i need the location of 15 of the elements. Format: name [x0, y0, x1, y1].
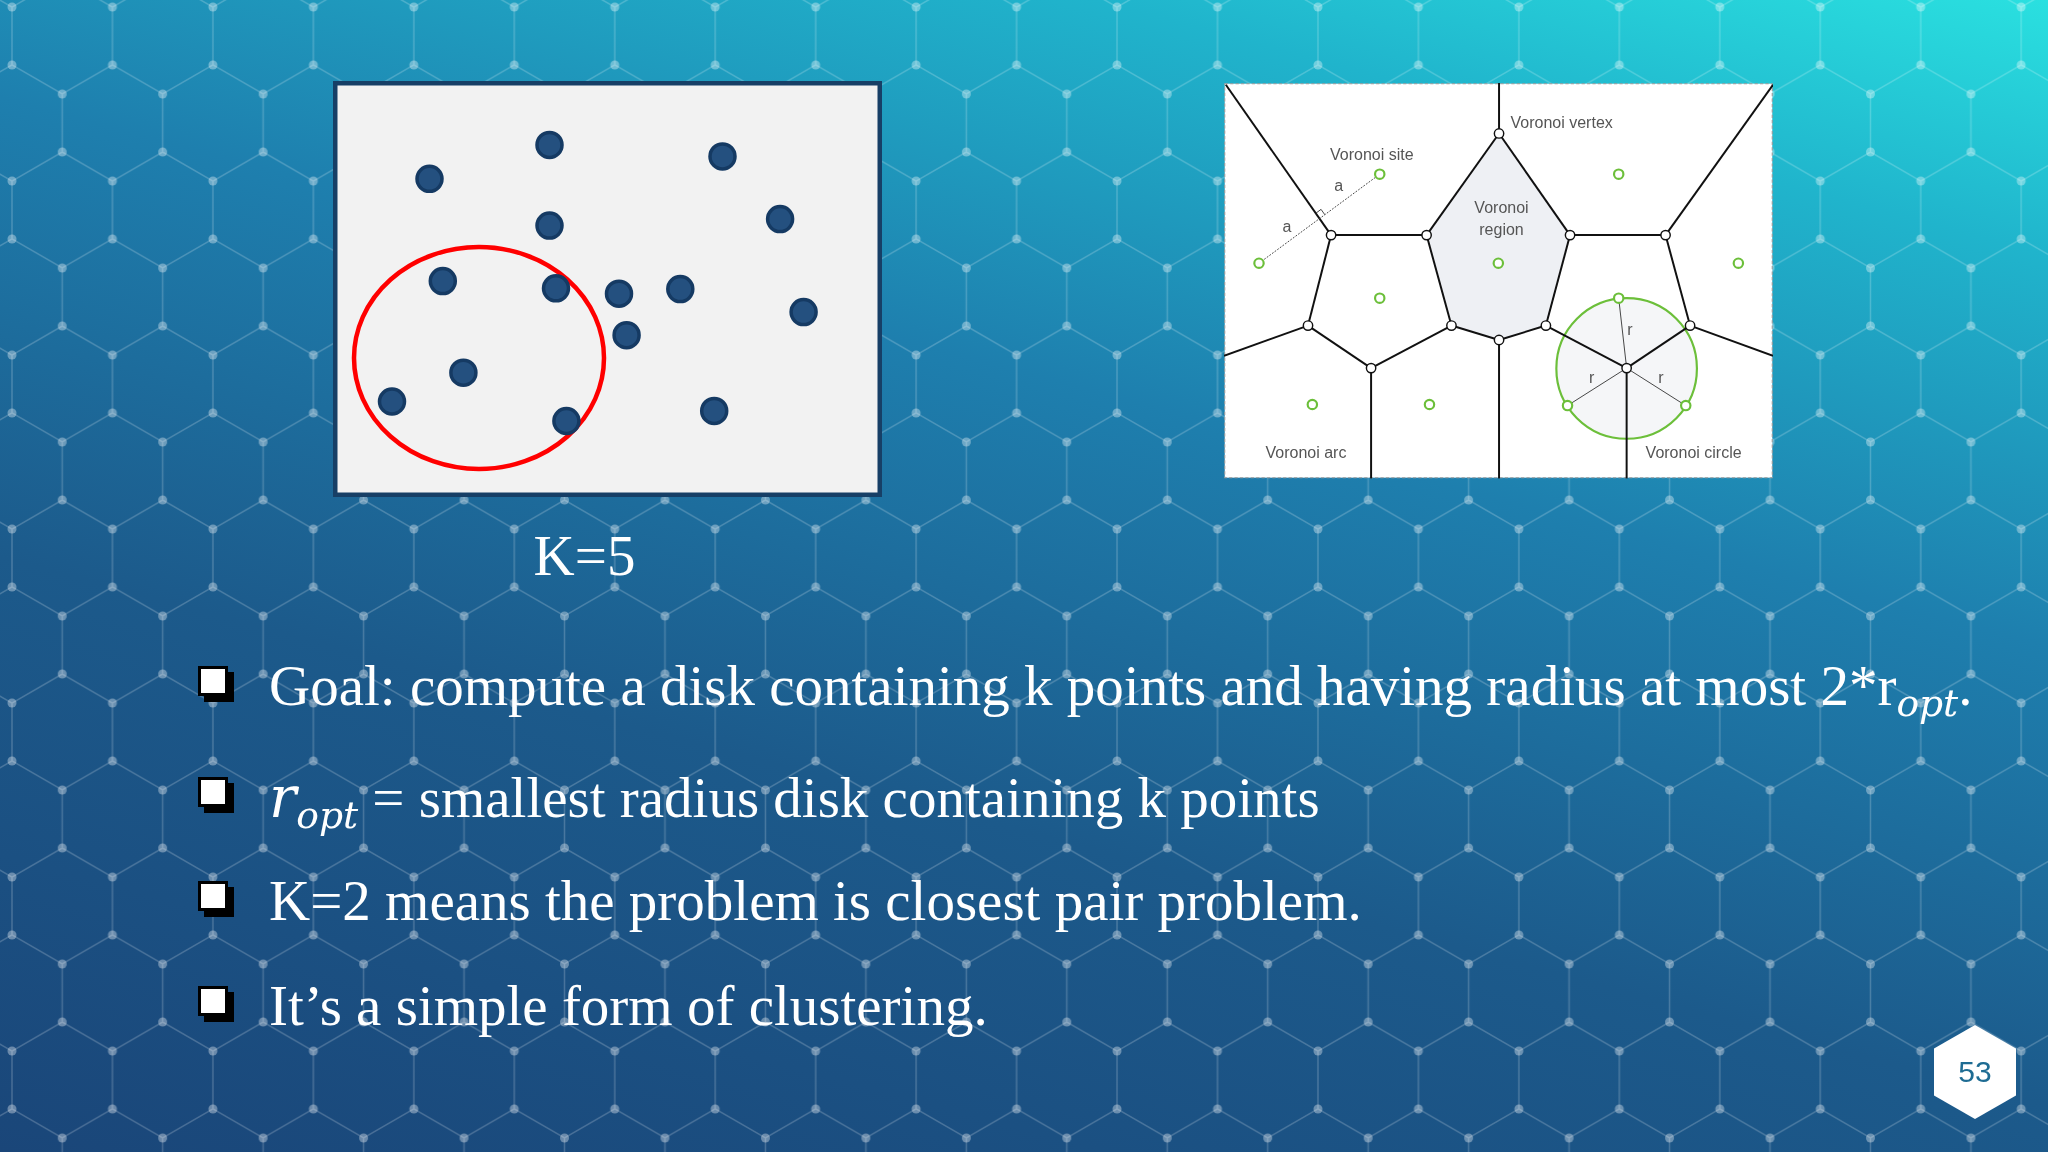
- length-label: a: [1334, 176, 1344, 196]
- part-label: Voronoi region: [1473, 198, 1530, 240]
- part-label: Voronoi circle: [1645, 442, 1742, 463]
- bullet-text: Goal: compute a disk containing k points and having radius at most 2*r$_{opt}$.: [269, 653, 1973, 728]
- caption-text: K=5: [533, 523, 636, 589]
- radius-label: r: [1588, 368, 1595, 388]
- part-label: Voronoi arc: [1265, 442, 1347, 463]
- bullet-text: It’s a simple form of clustering.: [269, 973, 988, 1039]
- part-label: Voronoi site: [1330, 144, 1414, 165]
- length-label: a: [1282, 216, 1292, 237]
- radius-label: r: [1658, 368, 1664, 388]
- radius-label: r: [1627, 320, 1633, 340]
- bullet-text: r$_{opt}$ = smallest radius disk containing k points: [269, 764, 1320, 840]
- bullet-text: K=2 means the problem is closest pair problem.: [269, 868, 1362, 934]
- part-label: Voronoi vertex: [1510, 113, 1613, 133]
